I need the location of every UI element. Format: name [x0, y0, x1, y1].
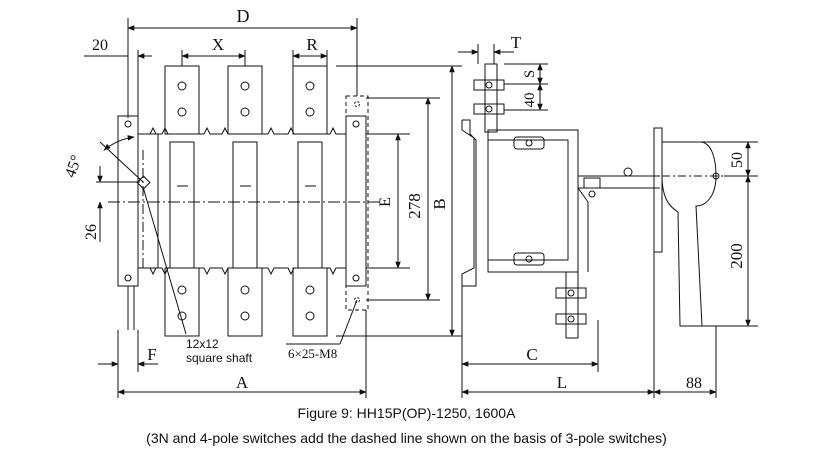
holes-label: 6×25-M8: [288, 346, 337, 361]
top-terminal: [484, 63, 498, 133]
front-view: [108, 65, 380, 337]
side-body: [487, 129, 579, 273]
figure-note: (3N and 4-pole switches add the dashed l…: [146, 430, 667, 446]
side-view: [461, 63, 724, 339]
dim-E-label: E: [377, 197, 394, 207]
dim-50-label: 50: [729, 152, 746, 168]
rotary-handle: [661, 141, 717, 327]
fourth-pole-dashed: [345, 95, 369, 311]
dim-20-label: 20: [92, 37, 108, 54]
dim-200-label: 200: [727, 243, 746, 269]
pole-1: [164, 65, 200, 337]
dim-88-label: 88: [686, 375, 702, 392]
dim-F-label: F: [147, 345, 156, 364]
pole-3: [292, 65, 328, 337]
bottom-rail: [138, 267, 346, 276]
right-side-plate: [345, 115, 367, 287]
dim-A-label: A: [236, 373, 249, 392]
figure-title: Figure 9: HH15P(OP)-1250, 1600A: [297, 405, 516, 421]
side-dimensions: [458, 44, 758, 398]
angle-label: 45°: [62, 153, 86, 180]
left-body: [137, 133, 159, 269]
dim-R-label: R: [306, 35, 318, 54]
dim-B-label: B: [430, 198, 449, 209]
dim-278-label: 278: [405, 193, 424, 219]
left-side-plate: [117, 115, 139, 287]
pole-2: [227, 65, 263, 337]
dim-C-label: C: [526, 345, 537, 364]
dim-26-label: 26: [83, 224, 100, 240]
dim-40-label: 40: [522, 93, 538, 108]
dim-S-label: S: [522, 70, 538, 78]
top-rail: [138, 126, 346, 135]
dim-D-label: D: [237, 6, 250, 26]
dim-L-label: L: [557, 373, 567, 392]
door-plate: [653, 127, 663, 253]
dim-T-label: T: [511, 33, 522, 52]
shaft-type-label: square shaft: [186, 351, 253, 365]
front-dimensions: [84, 18, 462, 398]
bottom-terminal: [565, 271, 579, 339]
dim-X-label: X: [212, 35, 224, 54]
shaft-size-label: 12x12: [186, 337, 219, 351]
mounting-bracket: [461, 119, 477, 287]
